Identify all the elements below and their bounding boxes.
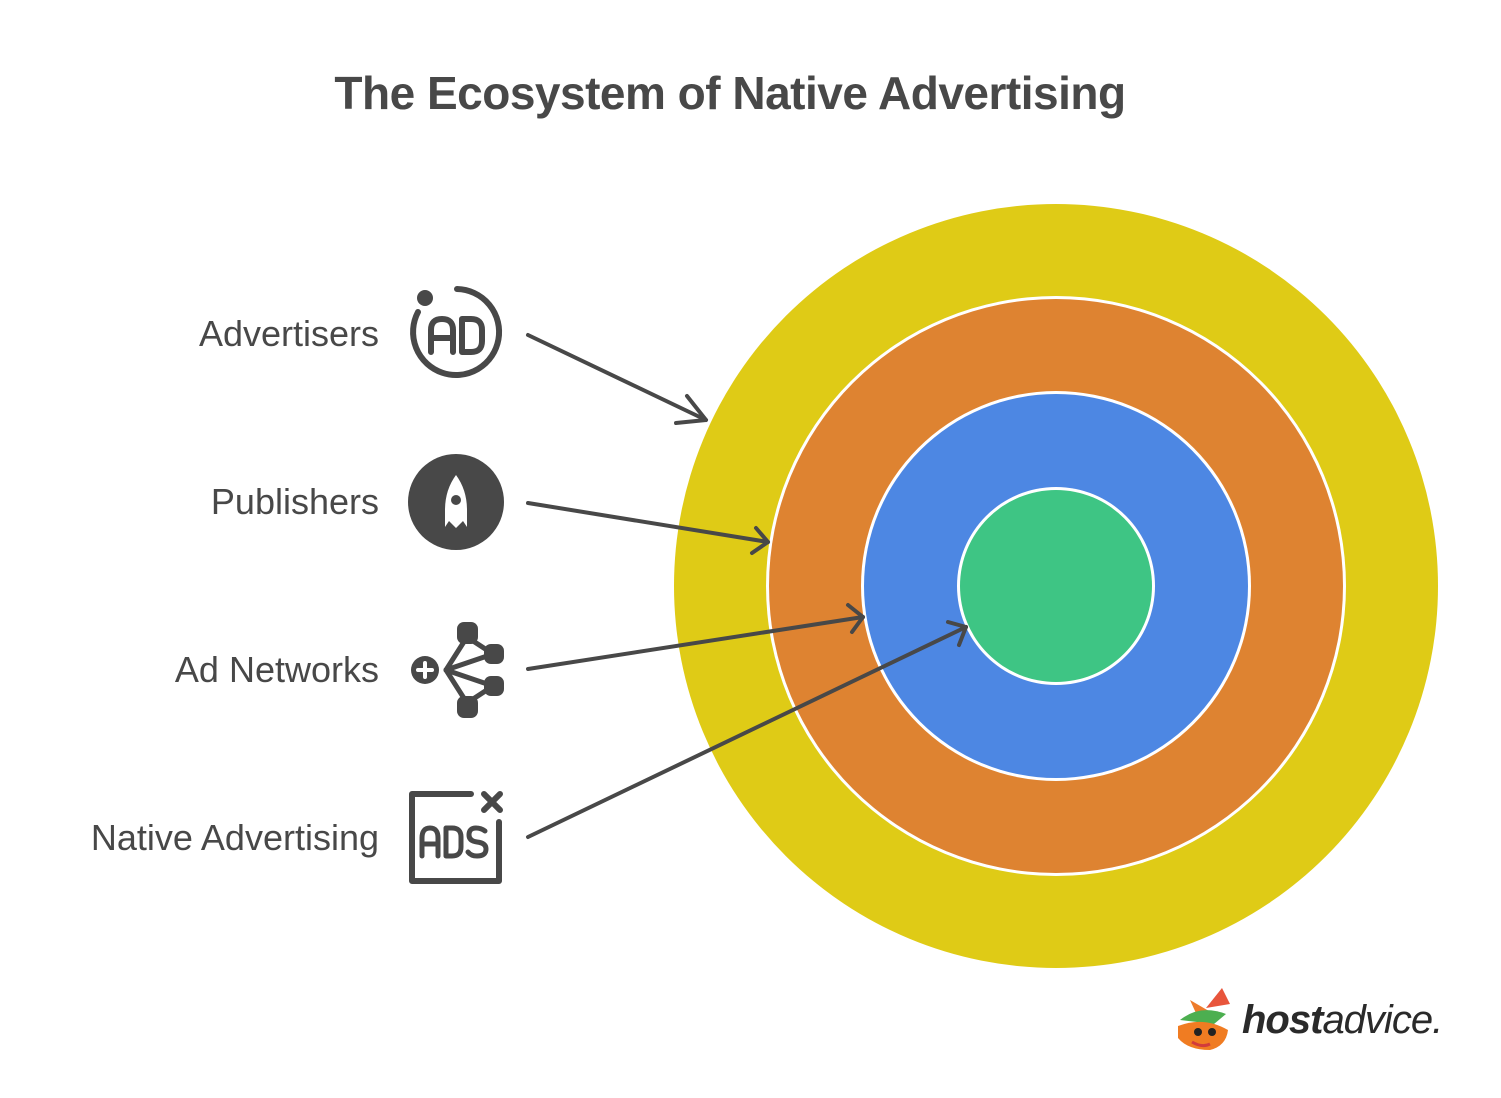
logo-regular-part: advice. (1322, 998, 1443, 1042)
arrows (526, 333, 968, 839)
arrow-ad-networks (526, 603, 865, 671)
label-ad-networks: Ad Networks (174, 649, 379, 690)
logo-bold-part: host (1242, 998, 1323, 1042)
ring-native-advertising (960, 490, 1152, 682)
label-publishers: Publishers (210, 481, 379, 522)
ad-circle-icon (410, 286, 503, 378)
arrow-advertisers (526, 333, 708, 425)
label-native-advertising: Native Advertising (90, 817, 379, 858)
diagram-title: The Ecosystem of Native Advertising (334, 67, 1126, 119)
logo-wordmark: hostadvice. (1242, 998, 1443, 1043)
rocket-icon (408, 454, 504, 550)
arrow-native-advertising (526, 620, 968, 839)
fox-logo-icon (1178, 988, 1230, 1050)
network-icon (411, 622, 504, 718)
hostadvice-logo: hostadvice. (1170, 990, 1460, 1052)
arrow-publishers (526, 501, 770, 555)
ads-window-icon (409, 791, 503, 884)
rings (674, 204, 1438, 968)
label-advertisers: Advertisers (198, 313, 379, 354)
